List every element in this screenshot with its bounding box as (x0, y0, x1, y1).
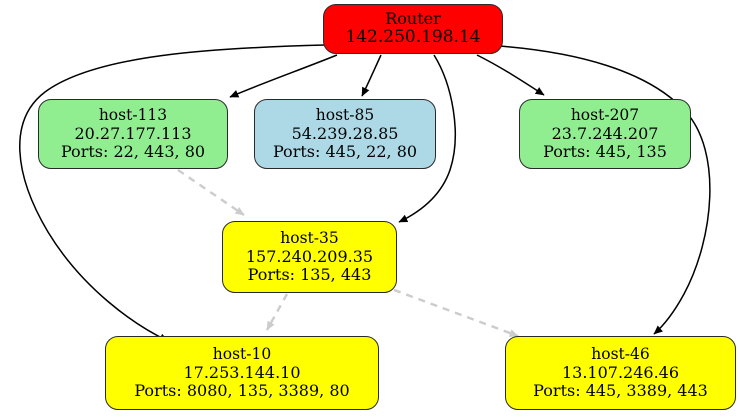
node-host-46-ip: 13.107.246.46 (561, 362, 680, 382)
edge-host-35-to-host-10 (265, 293, 289, 331)
node-host-46-name: host-46 (591, 344, 650, 363)
node-host-207-ports: Ports: 445, 135 (543, 141, 667, 161)
node-host-207-ip: 23.7.244.207 (551, 123, 659, 143)
node-host-85-name: host-85 (315, 105, 375, 124)
edge-router-to-host-85 (361, 54, 382, 97)
node-host-207[interactable]: host-207 23.7.244.207 Ports: 445, 135 (519, 99, 691, 169)
node-host-113-ports: Ports: 22, 443, 80 (60, 141, 206, 161)
node-router-name: Router (385, 9, 441, 29)
node-host-10-ip: 17.253.144.10 (183, 362, 301, 382)
node-host-207-name: host-207 (570, 105, 640, 124)
node-host-35-name: host-35 (280, 228, 339, 247)
node-host-35-ports: Ports: 135, 443 (247, 264, 372, 284)
edge-router-to-host-46 (498, 45, 711, 335)
node-host-113-ip: 20.27.177.113 (74, 123, 192, 143)
node-router[interactable]: Router 142.250.198.14 (323, 4, 503, 54)
edge-router-to-host-35 (398, 54, 456, 223)
node-host-10-name: host-10 (212, 344, 272, 363)
edge-router-to-host-113 (229, 54, 338, 98)
node-host-113[interactable]: host-113 20.27.177.113 Ports: 22, 443, 8… (38, 99, 228, 169)
node-host-35[interactable]: host-35 157.240.209.35 Ports: 135, 443 (222, 221, 397, 293)
node-host-35-ip: 157.240.209.35 (245, 246, 374, 266)
node-router-ip: 142.250.198.14 (345, 27, 481, 48)
edge-router-to-host-207 (476, 54, 545, 96)
node-host-46[interactable]: host-46 13.107.246.46 Ports: 445, 3389, … (505, 336, 736, 410)
node-host-10[interactable]: host-10 17.253.144.10 Ports: 8080, 135, … (105, 336, 379, 410)
node-host-10-ports: Ports: 8080, 135, 3389, 80 (134, 380, 350, 400)
edge-host-35-to-host-46 (393, 288, 519, 338)
edge-router-to-host-10 (19, 44, 326, 342)
edge-host-113-to-host-35 (177, 169, 245, 216)
node-host-85-ports: Ports: 445, 22, 80 (272, 141, 418, 161)
node-host-85-ip: 54.239.28.85 (291, 123, 399, 143)
node-host-46-ports: Ports: 445, 3389, 443 (533, 380, 708, 400)
node-host-113-name: host-113 (98, 105, 168, 124)
node-host-85[interactable]: host-85 54.239.28.85 Ports: 445, 22, 80 (254, 99, 436, 169)
